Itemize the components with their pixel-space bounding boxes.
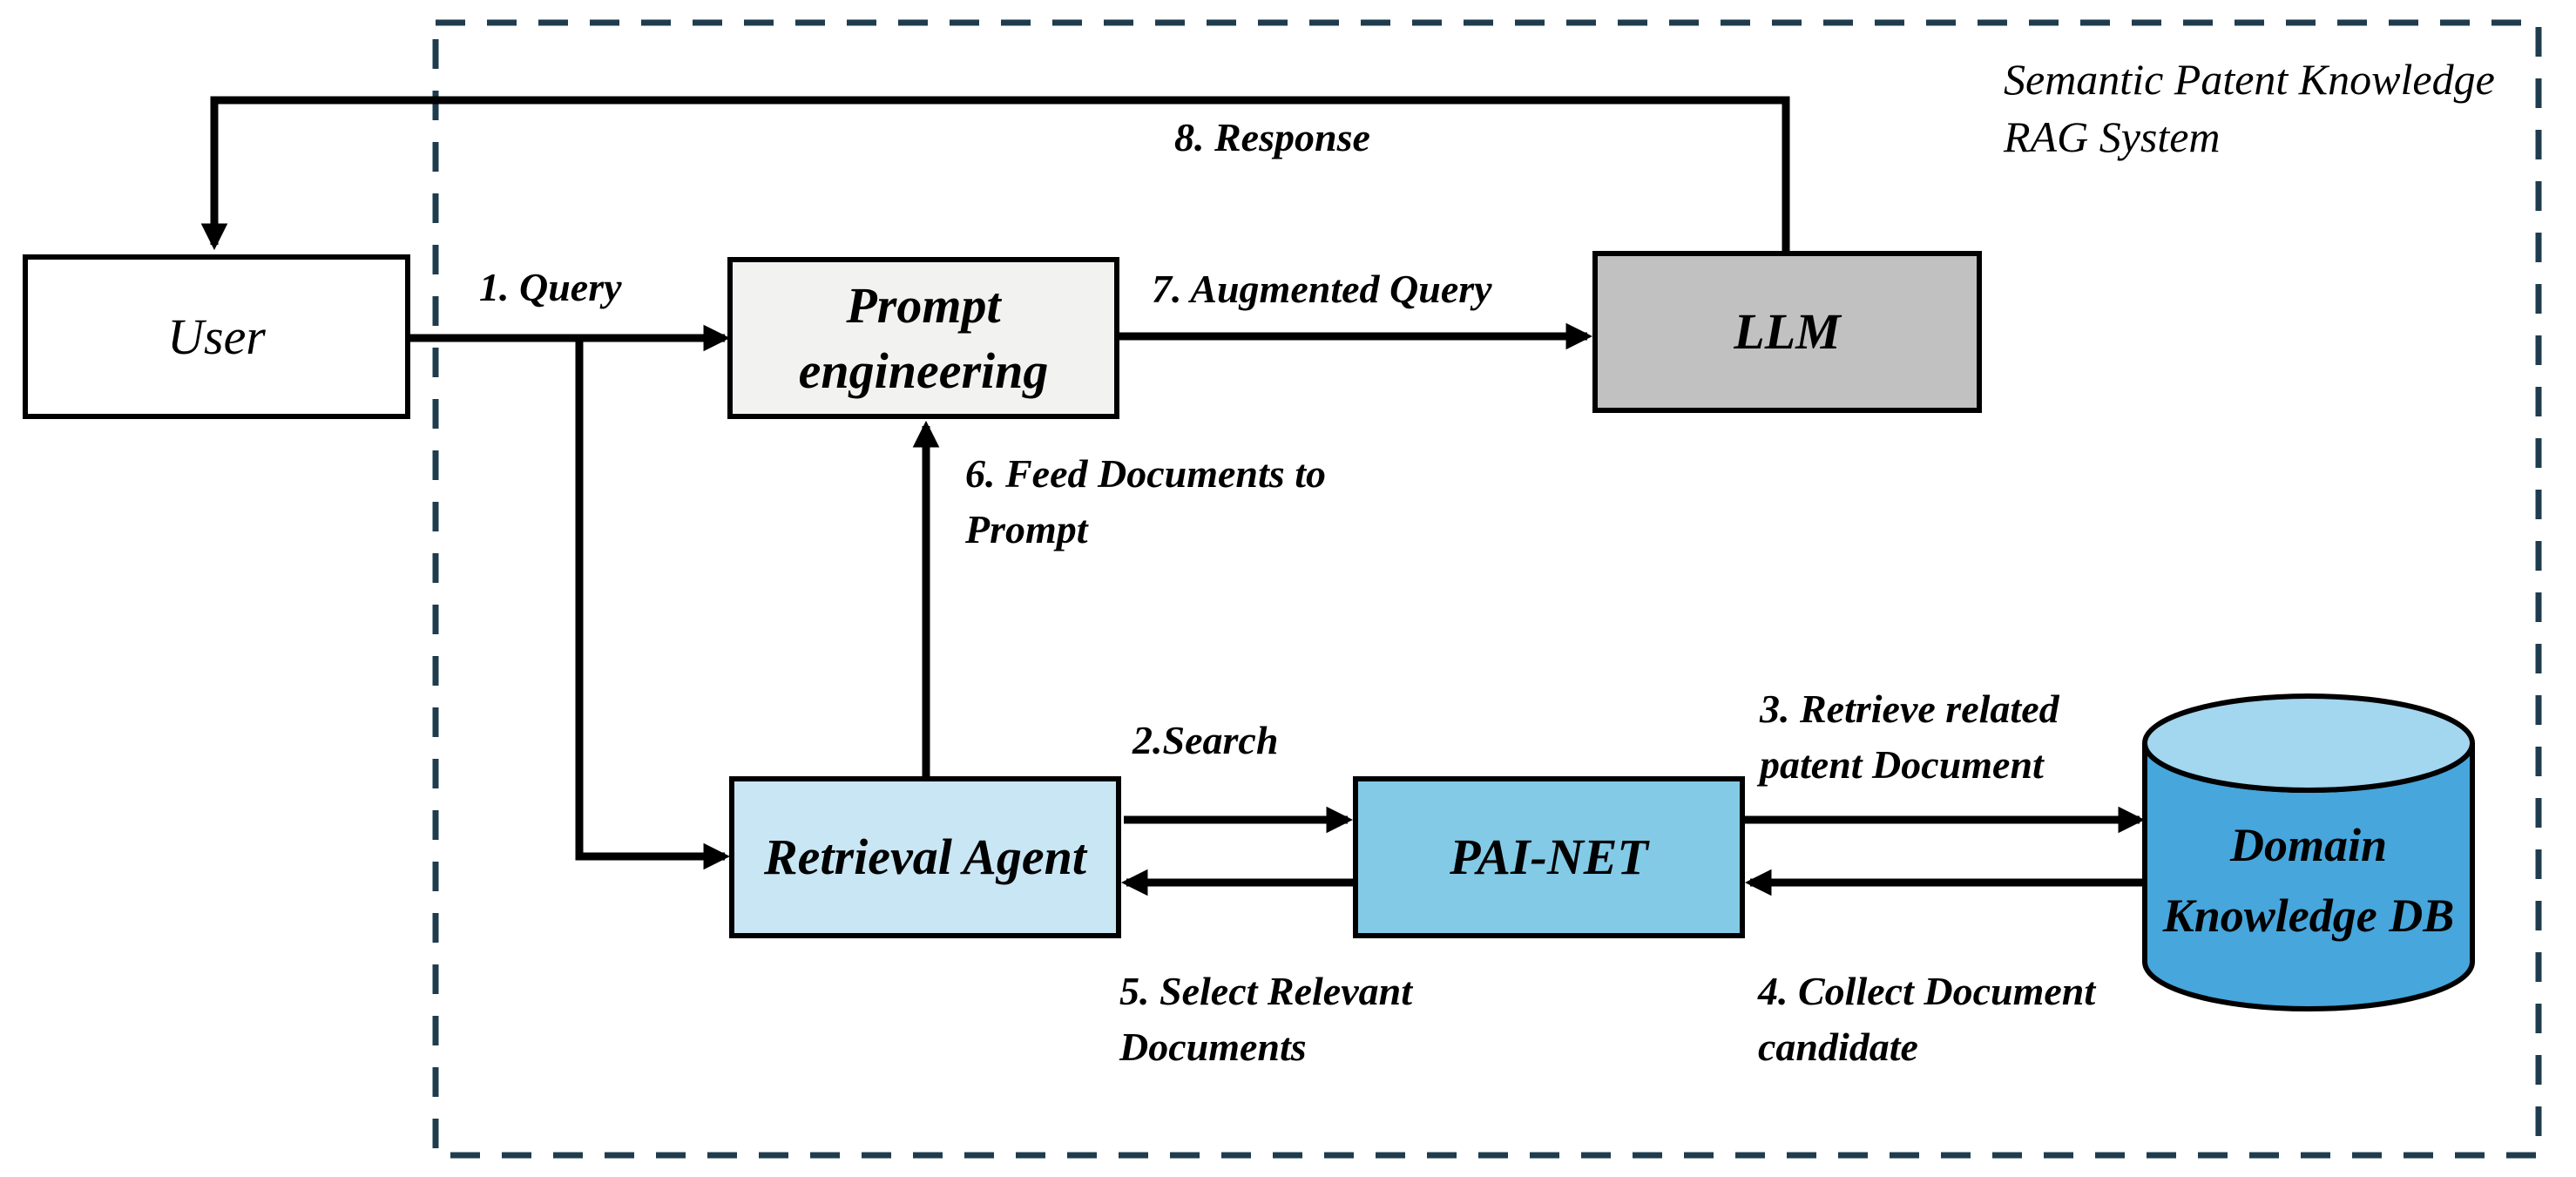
- flow-label-retrieve: 3. Retrieve related patent Document: [1760, 687, 2059, 788]
- flow-label-select: 5. Select Relevant Documents: [1119, 969, 1412, 1070]
- database-cylinder-icon: [2142, 693, 2475, 1011]
- llm-box: LLM: [1592, 251, 1982, 413]
- domain-knowledge-db-label: Domain Knowledge DB: [2162, 819, 2455, 942]
- flow-label-augmented: 7. Augmented Query: [1152, 267, 1492, 311]
- flow-label-search: 2.Search: [1132, 718, 1279, 762]
- flow-label-query: 1. Query: [479, 265, 622, 309]
- prompt-engineering-box: Prompt engineering: [727, 257, 1119, 419]
- system-boundary: [432, 19, 2542, 1159]
- flow-label-collect: 4. Collect Document candidate: [1758, 969, 2096, 1070]
- database-cylinder-top: [2142, 693, 2475, 793]
- user-box: User: [23, 254, 410, 419]
- retrieval-agent-box: Retrieval Agent: [729, 776, 1121, 938]
- pai-net-box: PAI-NET: [1353, 776, 1745, 938]
- flow-label-feed: 6. Feed Documents to Prompt: [965, 451, 1326, 552]
- arrow-query-branch: [575, 338, 731, 870]
- system-title: Semantic Patent Knowledge RAG System: [2004, 55, 2495, 161]
- flow-label-response: 8. Response: [1174, 115, 1370, 159]
- arrow-response: [200, 96, 1790, 251]
